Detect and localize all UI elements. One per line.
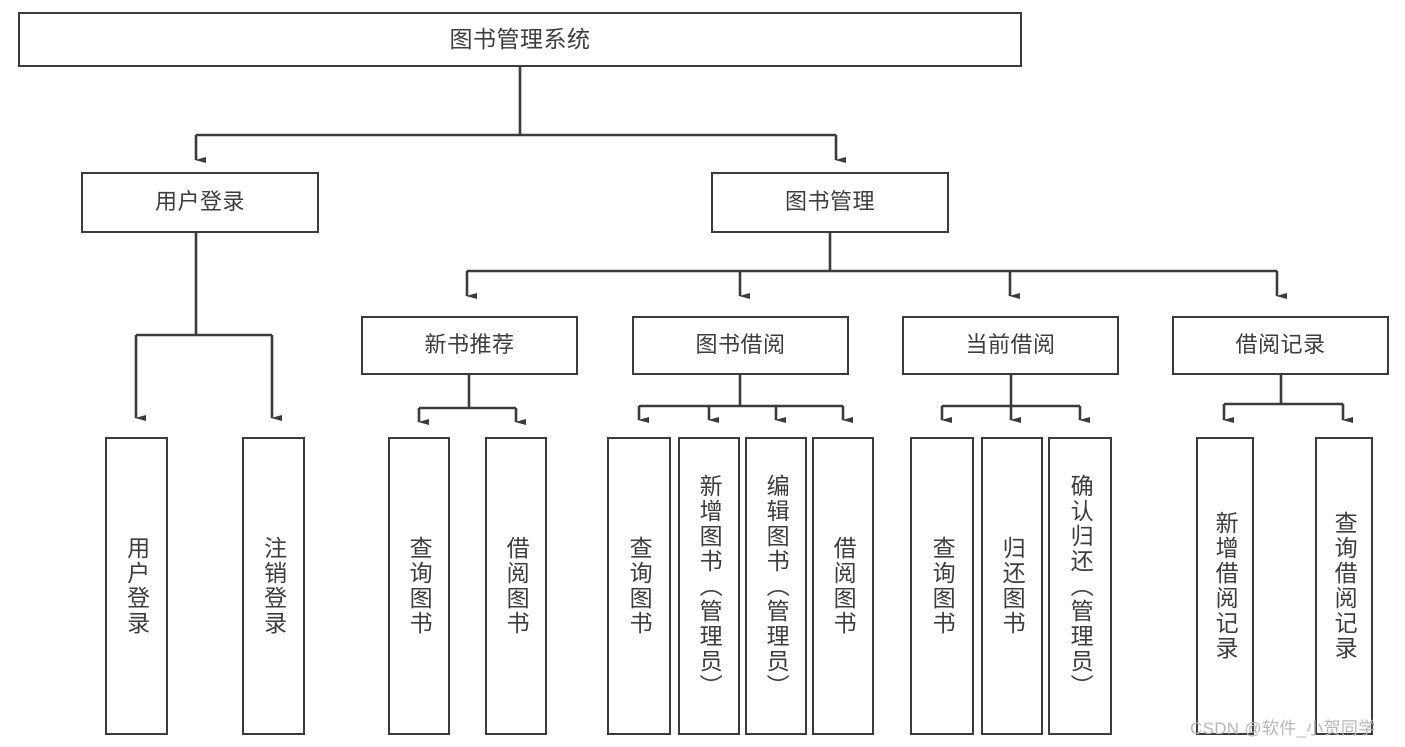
leaf-label: 借阅图书	[503, 536, 530, 636]
node-new-book-recommend[interactable]: 新书推荐	[361, 316, 578, 375]
leaf-label: 借阅图书	[830, 536, 857, 636]
leaf-label: 查询借阅记录	[1331, 511, 1358, 661]
leaf-user-login-signout[interactable]: 注销登录	[242, 437, 305, 735]
node-book-management-label: 图书管理	[784, 189, 875, 215]
node-new-book-recommend-label: 新书推荐	[424, 332, 515, 358]
leaf-label: 新增图书（管理员）	[696, 473, 723, 699]
node-user-login-label: 用户登录	[154, 189, 245, 215]
node-current-borrow-label: 当前借阅	[965, 332, 1056, 358]
leaf-label: 用户登录	[123, 536, 150, 636]
node-user-login[interactable]: 用户登录	[81, 172, 319, 233]
leaf-current-return-book[interactable]: 归还图书	[981, 437, 1043, 735]
leaf-current-query-book[interactable]: 查询图书	[910, 437, 974, 735]
leaf-label: 查询图书	[929, 536, 956, 636]
leaf-label: 确认归还（管理员）	[1067, 473, 1094, 699]
leaf-new-book-query[interactable]: 查询图书	[388, 437, 450, 735]
leaf-borrow-add-book[interactable]: 新增图书（管理员）	[678, 437, 740, 735]
leaf-borrow-borrow-book[interactable]: 借阅图书	[812, 437, 874, 735]
csdn-watermark: CSDN @软件_小贺同学	[1190, 719, 1376, 738]
node-book-borrow-label: 图书借阅	[695, 332, 786, 358]
node-current-borrow[interactable]: 当前借阅	[902, 316, 1119, 375]
leaf-label: 新增借阅记录	[1212, 511, 1239, 661]
leaf-record-add[interactable]: 新增借阅记录	[1196, 437, 1254, 735]
leaf-new-book-borrow[interactable]: 借阅图书	[485, 437, 547, 735]
leaf-borrow-edit-book[interactable]: 编辑图书（管理员）	[745, 437, 807, 735]
leaf-record-query[interactable]: 查询借阅记录	[1315, 437, 1373, 735]
node-book-management[interactable]: 图书管理	[711, 172, 949, 233]
leaf-label: 注销登录	[260, 536, 287, 636]
node-book-borrow[interactable]: 图书借阅	[632, 316, 849, 375]
leaf-current-confirm-return[interactable]: 确认归还（管理员）	[1048, 437, 1112, 735]
node-borrow-record-label: 借阅记录	[1235, 332, 1326, 358]
node-root-label: 图书管理系统	[449, 25, 591, 52]
node-root[interactable]: 图书管理系统	[18, 12, 1022, 67]
leaf-label: 归还图书	[999, 536, 1026, 636]
leaf-borrow-query-book[interactable]: 查询图书	[607, 437, 671, 735]
leaf-user-login-signin[interactable]: 用户登录	[105, 437, 168, 735]
node-borrow-record[interactable]: 借阅记录	[1172, 316, 1389, 375]
leaf-label: 查询图书	[626, 536, 653, 636]
leaf-label: 编辑图书（管理员）	[763, 473, 790, 699]
leaf-label: 查询图书	[406, 536, 433, 636]
